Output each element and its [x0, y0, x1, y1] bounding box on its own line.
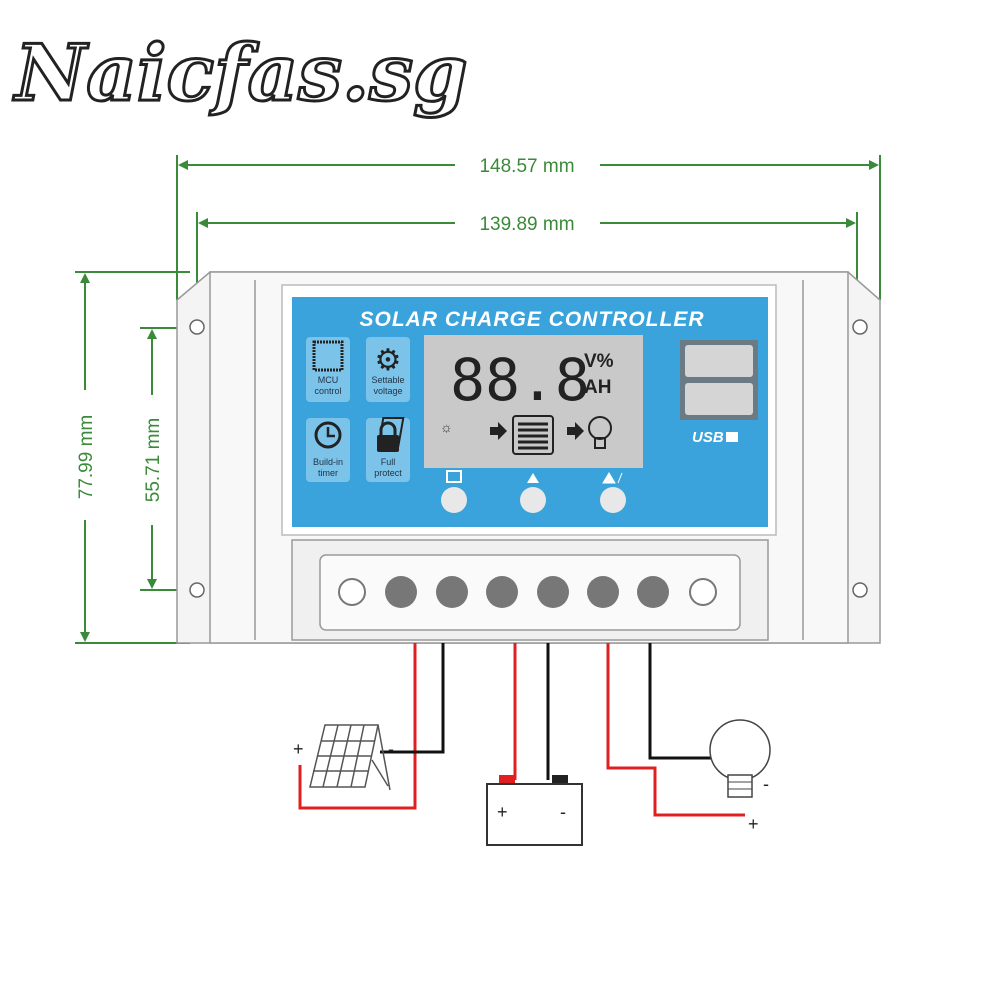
- battery-plus: +: [497, 802, 508, 822]
- mounting-holes: [189, 319, 868, 598]
- battery-minus: -: [560, 802, 566, 822]
- outer-height-label: 77.99 mm: [76, 415, 97, 499]
- lcd-unit-top: V%: [584, 351, 614, 372]
- feature-mcu: MCU control: [306, 337, 350, 402]
- panel-title: SOLAR CHARGE CONTROLLER: [360, 308, 705, 331]
- usb-ports: USB: [680, 340, 758, 446]
- solar-panel-icon: [309, 724, 391, 791]
- up-icon: [527, 473, 539, 483]
- dimension-arrows: [80, 160, 879, 642]
- feature-settable-voltage: ⚙ Settable voltage: [366, 337, 410, 402]
- svg-text:control: control: [314, 386, 341, 396]
- svg-text:Build-in: Build-in: [313, 457, 343, 467]
- solar-minus: -: [388, 739, 394, 759]
- battery-icon: [486, 775, 583, 846]
- arrow-icon: [567, 422, 584, 440]
- lcd-display: 88.8 V% AH ☼: [377, 335, 643, 468]
- lcd-bulb-icon: [588, 416, 612, 449]
- lcd-battery-icon: [512, 415, 554, 455]
- lcd-digits: 88.8: [450, 346, 590, 414]
- clock-icon: [314, 421, 342, 449]
- feature-protect: Full protect: [366, 418, 410, 482]
- solar-plus: +: [293, 739, 304, 759]
- arrow-icon: [490, 422, 507, 440]
- outer-width-label: 148.57 mm: [479, 156, 574, 177]
- usb-plug-icon: [726, 432, 738, 442]
- gear-icon: ⚙: [375, 344, 402, 377]
- feature-timer: Build-in timer: [306, 418, 350, 482]
- up-light-icon: [602, 472, 623, 484]
- svg-text:Settable: Settable: [371, 375, 404, 385]
- svg-text:protect: protect: [374, 468, 402, 478]
- logo: Naicfas.sg: [12, 28, 468, 119]
- lcd-solar-icon: ☼: [377, 417, 453, 447]
- bulb-icon: [709, 719, 771, 798]
- lcd-unit-bottom: AH: [584, 377, 611, 398]
- svg-text:voltage: voltage: [373, 386, 402, 396]
- terminal-block: [338, 576, 717, 608]
- inner-width-label: 139.89 mm: [479, 214, 574, 235]
- svg-text:timer: timer: [318, 468, 338, 478]
- usb-label: USB: [692, 429, 724, 446]
- wires: [298, 643, 745, 817]
- svg-text:MCU: MCU: [318, 375, 339, 385]
- load-button[interactable]: [600, 487, 626, 513]
- menu-icon: [446, 470, 462, 483]
- inner-height-label: 55.71 mm: [143, 418, 164, 502]
- load-minus: -: [763, 774, 769, 794]
- chip-icon: [312, 340, 344, 372]
- svg-text:Full: Full: [381, 457, 396, 467]
- svg-text:☼: ☼: [440, 419, 453, 435]
- menu-button[interactable]: [441, 487, 467, 513]
- panel-buttons: [441, 470, 626, 513]
- up-button[interactable]: [520, 487, 546, 513]
- load-plus: +: [748, 814, 759, 834]
